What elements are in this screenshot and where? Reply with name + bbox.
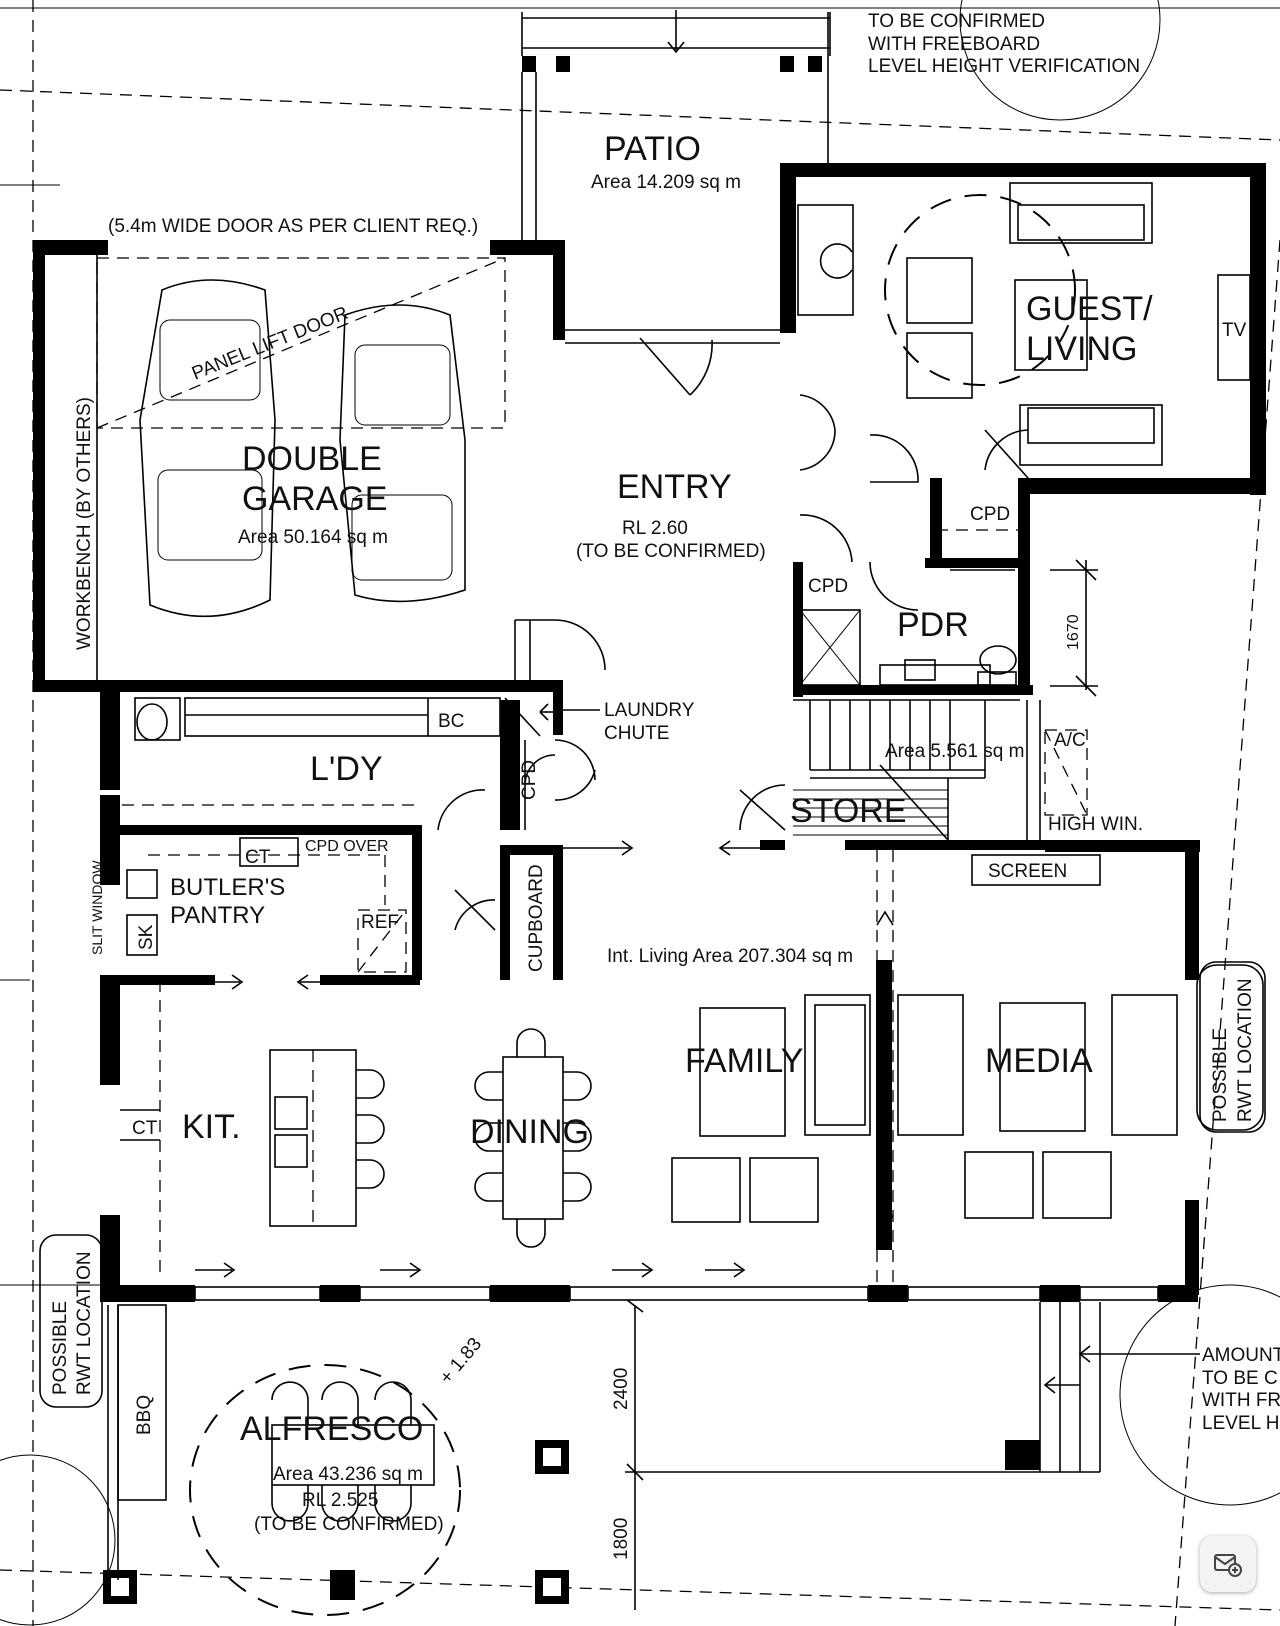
patio-label: PATIO (604, 130, 701, 168)
kitchen-island (269, 1049, 385, 1227)
media-label: MEDIA (985, 1042, 1093, 1080)
rwt-box-left (39, 1234, 103, 1408)
amount-note-line-1: AMOUNT (1202, 1345, 1280, 1366)
sk-label: SK (136, 924, 157, 950)
bbq-label: BBQ (134, 1395, 155, 1435)
rwt-left-line-1: POSSIBLE (50, 1301, 71, 1395)
family-furniture (671, 994, 871, 1223)
ac-unit (1026, 700, 1088, 840)
rwt-left-line-2: RWT LOCATION (74, 1251, 95, 1395)
dimension-2400-label: 2400 (611, 1368, 632, 1410)
ct-label-pantry: CT (245, 847, 271, 868)
pdr-label: PDR (897, 606, 969, 644)
car-left (139, 279, 276, 618)
entry-note: (TO BE CONFIRMED) (576, 541, 766, 562)
patio-frame (521, 10, 831, 344)
rwt-box-right (1199, 961, 1266, 1133)
int-living-area: Int. Living Area 207.304 sq m (607, 946, 853, 967)
cpd-label-entry: CPD (808, 576, 848, 597)
panel-lift-label: PANEL LIFT DOOR (189, 303, 351, 385)
garage-details (96, 255, 555, 680)
family-label: FAMILY (685, 1042, 803, 1080)
car-right (339, 304, 466, 603)
garage-label-line-2: GARAGE (242, 480, 387, 518)
mail-add-icon (1214, 1554, 1242, 1577)
entry-doors (437, 337, 1029, 931)
slit-window-label: SLIT WINDOW (89, 860, 105, 955)
store-area: Area 5.561 sq m (885, 741, 1024, 762)
bc-label: BC (438, 711, 464, 732)
laundry-chute-line-1: LAUNDRY (604, 700, 695, 721)
garage-label-line-1: DOUBLE (242, 440, 382, 478)
tv-label: TV (1222, 320, 1247, 341)
alfresco-area: Area 43.236 sq m (273, 1464, 423, 1485)
butlers-label-line-1: BUTLER'S (170, 874, 285, 901)
confirm-note-line-3: LEVEL HEIGHT VERIFICATION (868, 56, 1140, 77)
dimension-1800-label: 1800 (611, 1518, 632, 1560)
amount-note-line-2: TO BE C (1202, 1368, 1278, 1389)
butlers-label-line-2: PANTRY (170, 902, 265, 929)
slide-arrows (195, 840, 760, 1278)
ac-label: A/C (1054, 730, 1086, 751)
dimension-1670 (1050, 559, 1098, 697)
rwt-right-line-2: RWT LOCATION (1235, 978, 1256, 1122)
high-window-label: HIGH WIN. (1048, 814, 1143, 835)
level-label: + 1.83 (436, 1334, 486, 1388)
laundry-label: L'DY (310, 750, 383, 788)
sliding-divider (876, 850, 894, 1285)
kitchen-label: KIT. (182, 1108, 241, 1146)
cpd-label-laundry: CPD (519, 760, 540, 800)
dining-label: DINING (470, 1113, 589, 1151)
alfresco-rl: RL 2.525 (302, 1490, 378, 1511)
store-label: STORE (790, 792, 907, 830)
screen-box (971, 854, 1101, 886)
cupboard-label: CUPBOARD (526, 864, 547, 972)
pdr-details (799, 529, 1018, 686)
mail-add-button[interactable] (1200, 1536, 1256, 1592)
laundry-chute-line-2: CHUTE (604, 723, 669, 744)
guest-label-line-2: LIVING (1026, 330, 1137, 368)
butlers-fittings (120, 837, 407, 1280)
laundry-fittings (122, 697, 600, 806)
cpd-label-guest: CPD (970, 504, 1010, 525)
entry-rl: RL 2.60 (622, 518, 688, 539)
cupboard-doors (524, 740, 556, 830)
rwt-right-line-1: POSSIBLE (1210, 1028, 1231, 1122)
ref-label: REF (361, 912, 399, 933)
walls (33, 56, 1266, 1604)
alfresco-note: (TO BE CONFIRMED) (254, 1514, 444, 1535)
media-furniture (897, 964, 1264, 1219)
screen-label: SCREEN (988, 861, 1067, 882)
amount-note-line-3: WITH FR (1202, 1390, 1280, 1411)
patio-area: Area 14.209 sq m (591, 172, 741, 193)
dining-table (474, 1028, 592, 1248)
wide-door-note: (5.4m WIDE DOOR AS PER CLIENT REQ.) (108, 216, 478, 237)
cpd-over-label: CPD OVER (305, 838, 389, 855)
amount-note-line-4: LEVEL H (1202, 1413, 1279, 1434)
dimension-1670-label: 1670 (1065, 614, 1082, 650)
entry-label: ENTRY (617, 468, 732, 506)
stairs (793, 699, 1020, 841)
alfresco-label: ALFRESCO (240, 1410, 423, 1448)
ct-label-kitchen: CT (132, 1118, 158, 1139)
guest-furniture (797, 182, 1251, 466)
confirm-note-line-2: WITH FREEBOARD (868, 34, 1040, 55)
confirm-note-line-1: TO BE CONFIRMED (868, 11, 1045, 32)
guest-label-line-1: GUEST/ (1026, 290, 1153, 328)
alfresco-details (107, 1299, 1200, 1616)
garage-area: Area 50.164 sq m (238, 527, 388, 548)
workbench-label: WORKBENCH (BY OTHERS) (74, 397, 95, 650)
